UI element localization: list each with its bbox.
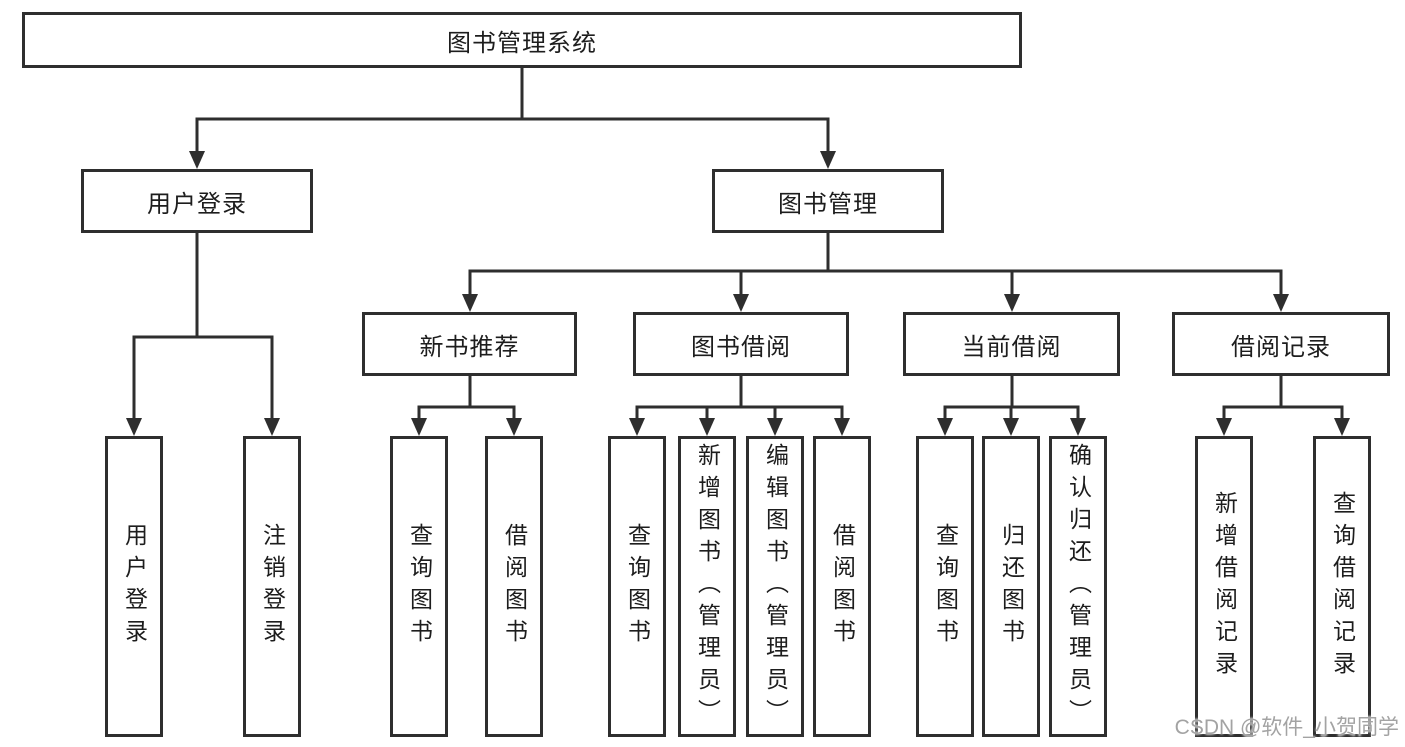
node-cb-return-book: 归还图书	[982, 436, 1040, 737]
node-bb-add-book-admin: 新增图书（管理员）	[678, 436, 736, 737]
node-current-borrow: 当前借阅	[903, 312, 1120, 376]
node-cb-confirm-return-admin: 确认归还（管理员）	[1049, 436, 1107, 737]
node-book-mgmt: 图书管理	[712, 169, 944, 233]
node-bb-borrow-book-label: 借阅图书	[829, 522, 856, 651]
node-br-add-record: 新增借阅记录	[1195, 436, 1253, 737]
node-cb-query-book-label: 查询图书	[932, 522, 959, 651]
node-bb-add-book-admin-label: 新增图书（管理员）	[694, 442, 721, 731]
node-bb-query-book: 查询图书	[608, 436, 666, 737]
node-bb-edit-book-admin: 编辑图书（管理员）	[746, 436, 804, 737]
node-bb-query-book-label: 查询图书	[624, 522, 651, 651]
node-leaf-logout-label: 注销登录	[259, 522, 286, 651]
node-new-book-rec: 新书推荐	[362, 312, 577, 376]
node-cb-query-book: 查询图书	[916, 436, 974, 737]
node-leaf-user-login-label: 用户登录	[121, 522, 148, 651]
node-nb-borrow-book-label: 借阅图书	[501, 522, 528, 651]
arrowheads	[126, 151, 1350, 436]
node-leaf-logout: 注销登录	[243, 436, 301, 737]
node-br-query-record-label: 查询借阅记录	[1329, 490, 1356, 683]
node-nb-query-book-label: 查询图书	[406, 522, 433, 651]
node-br-add-record-label: 新增借阅记录	[1211, 490, 1238, 683]
node-cb-return-book-label: 归还图书	[998, 522, 1025, 651]
csdn-watermark: CSDN @软件_小贺同学	[1174, 716, 1399, 739]
node-cb-confirm-return-admin-label: 确认归还（管理员）	[1065, 442, 1092, 731]
node-bb-borrow-book: 借阅图书	[813, 436, 871, 737]
node-user-login: 用户登录	[81, 169, 313, 233]
node-nb-borrow-book: 借阅图书	[485, 436, 543, 737]
node-root: 图书管理系统	[22, 12, 1022, 68]
node-bb-edit-book-admin-label: 编辑图书（管理员）	[762, 442, 789, 731]
node-br-query-record: 查询借阅记录	[1313, 436, 1371, 737]
node-borrow-record: 借阅记录	[1172, 312, 1390, 376]
node-leaf-user-login: 用户登录	[105, 436, 163, 737]
node-book-borrow: 图书借阅	[633, 312, 849, 376]
node-nb-query-book: 查询图书	[390, 436, 448, 737]
